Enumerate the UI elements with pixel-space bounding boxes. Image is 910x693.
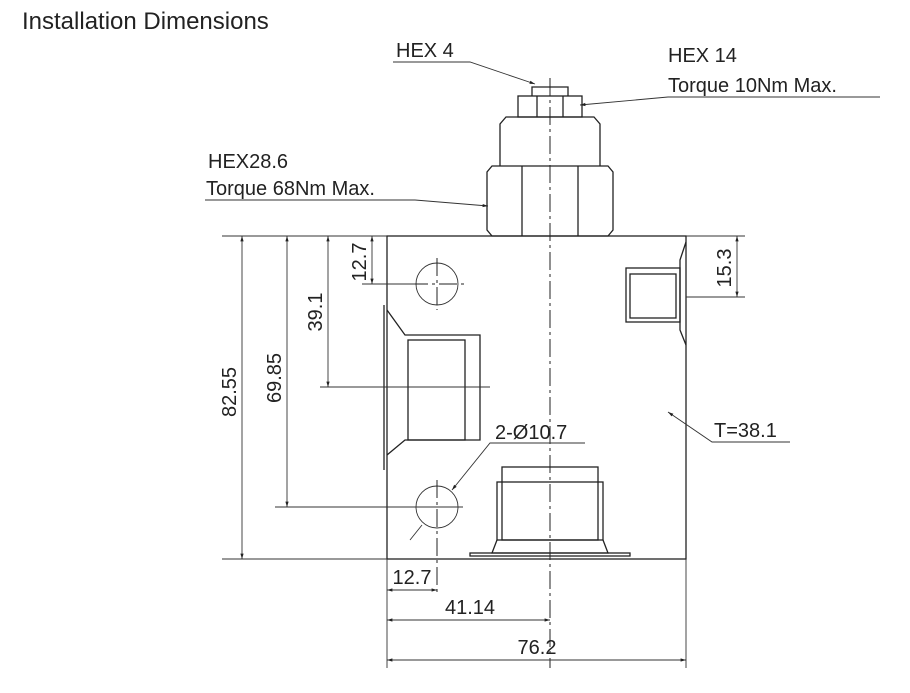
bottom-port <box>469 466 631 557</box>
dim-upper-hole-offset: 12.7 <box>349 243 371 282</box>
hex4-screw <box>531 86 569 96</box>
callout-hex14: HEX 14 <box>668 45 737 67</box>
upper-mount-hole <box>410 258 465 310</box>
callout-holes: 2-Ø10.7 <box>495 422 567 444</box>
lower-mount-hole <box>275 480 463 595</box>
callout-hex14-torque: Torque 10Nm Max. <box>668 75 837 97</box>
hex14-nut <box>517 95 583 118</box>
dim-port-height: 39.1 <box>305 293 327 332</box>
dim-center-offset: 41.14 <box>445 597 495 619</box>
dim-hole-x-offset: 12.7 <box>393 567 432 589</box>
callout-hex28: HEX28.6 <box>208 151 288 173</box>
dim-lower-hole-height: 69.85 <box>264 353 286 403</box>
callout-hex28-torque: Torque 68Nm Max. <box>206 178 375 200</box>
callout-thickness: T=38.1 <box>714 420 777 442</box>
hex28-nut <box>486 165 614 237</box>
page-title: Installation Dimensions <box>22 8 269 35</box>
valve-body <box>386 235 687 560</box>
dim-overall-width: 76.2 <box>518 637 557 659</box>
dim-right-port-offset: 15.3 <box>714 249 736 288</box>
callout-hex4: HEX 4 <box>396 40 454 62</box>
dim-overall-height: 82.55 <box>219 367 241 417</box>
right-port <box>625 241 687 346</box>
left-port <box>320 305 490 470</box>
